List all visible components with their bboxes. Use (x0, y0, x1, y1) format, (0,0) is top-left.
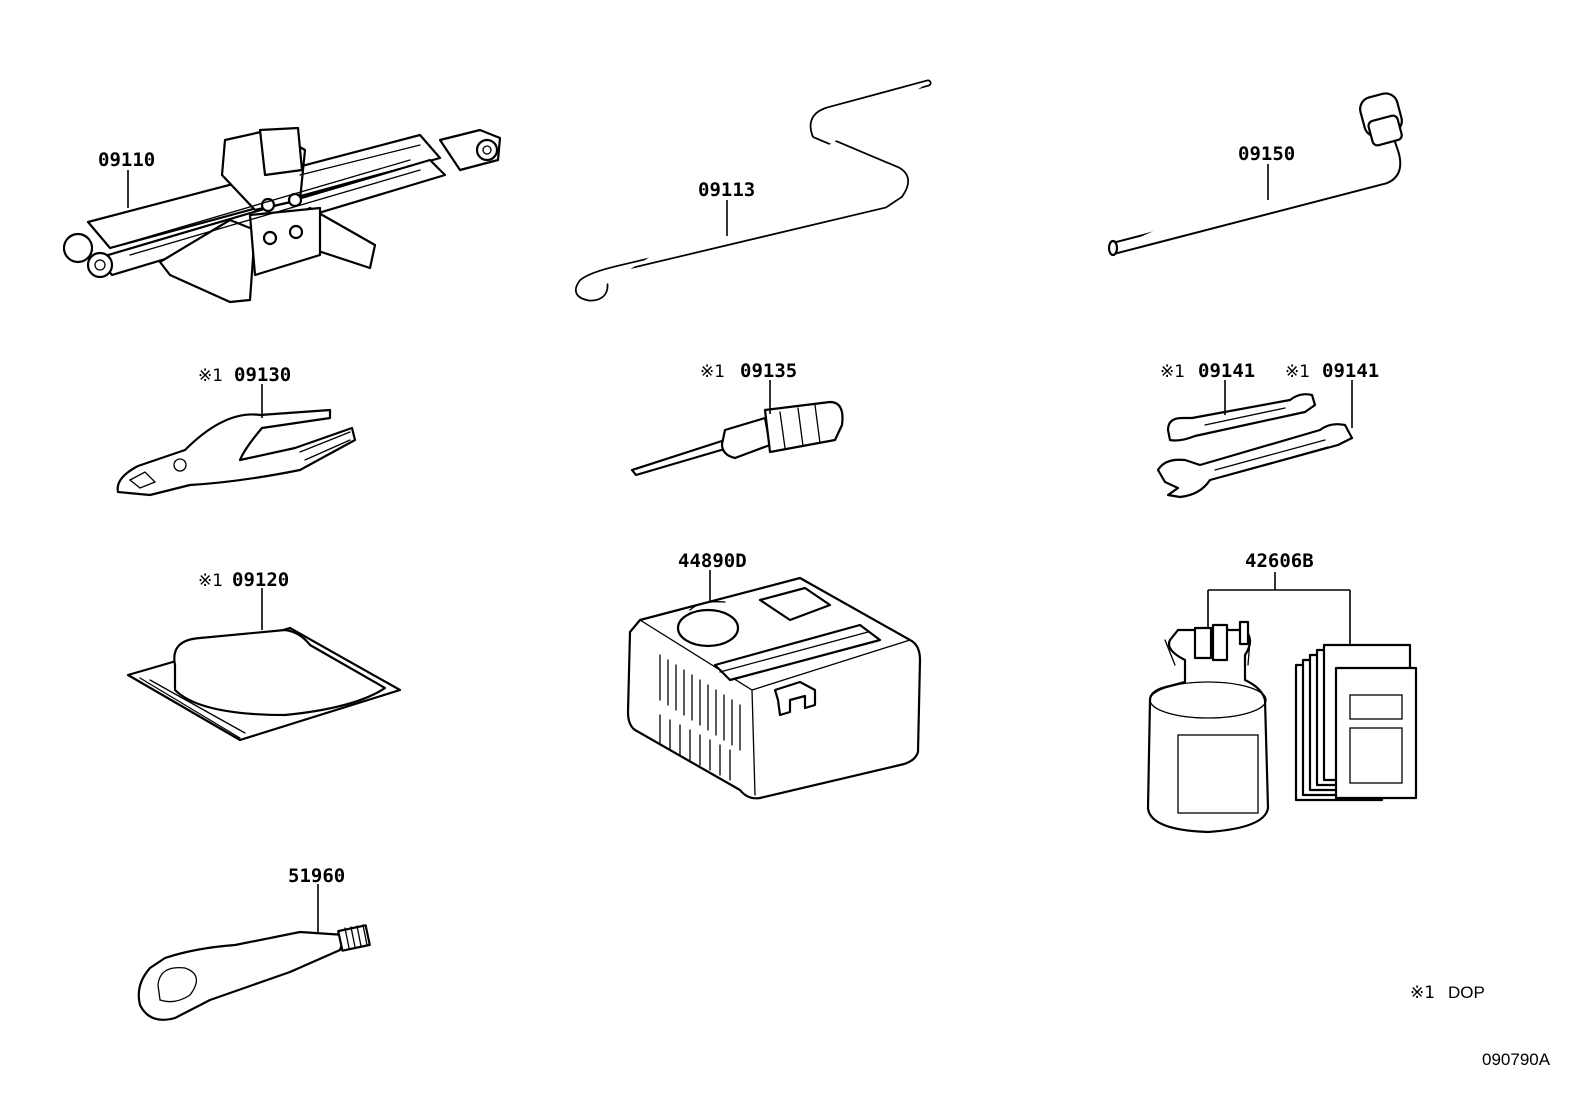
legend-mark: ※1 (1410, 983, 1435, 1003)
part-number-jack-handle: 09113 (698, 179, 755, 201)
part-number-screwdriver: 09135 (740, 360, 797, 382)
dop-mark-pliers: ※1 (198, 366, 223, 386)
dop-mark-wrench-b: ※1 (1285, 362, 1310, 382)
part-number-tool-bag: 09120 (232, 569, 289, 591)
dop-mark-screwdriver: ※1 (700, 362, 725, 382)
compressor-drawing (626, 576, 922, 800)
dop-mark-wrench-a: ※1 (1160, 362, 1185, 382)
part-number-pliers: 09130 (234, 364, 291, 386)
part-number-wrench-b: 09141 (1322, 360, 1379, 382)
legend-text: DOP (1448, 983, 1485, 1002)
towing-eye-drawing (137, 924, 371, 1021)
sealant-kit-drawing (1146, 620, 1418, 834)
diagram-id: 090790A (1482, 1050, 1551, 1069)
part-number-towing-eye: 51960 (288, 865, 345, 887)
dop-mark-tool-bag: ※1 (198, 571, 223, 591)
jack-handle-drawing (574, 79, 932, 302)
part-number-lug-wrench: 09150 (1238, 143, 1295, 165)
lug-wrench-drawing (1107, 92, 1403, 257)
tool-bag-drawing (126, 626, 402, 742)
screwdriver-drawing (630, 400, 844, 477)
part-number-compressor: 44890D (678, 550, 747, 572)
pliers-drawing (116, 408, 357, 497)
part-number-jack: 09110 (98, 149, 155, 171)
wrenches-drawing (1156, 393, 1354, 499)
part-number-wrench-a: 09141 (1198, 360, 1255, 382)
part-number-sealant-kit: 42606B (1245, 550, 1314, 572)
jack-drawing (62, 126, 502, 304)
